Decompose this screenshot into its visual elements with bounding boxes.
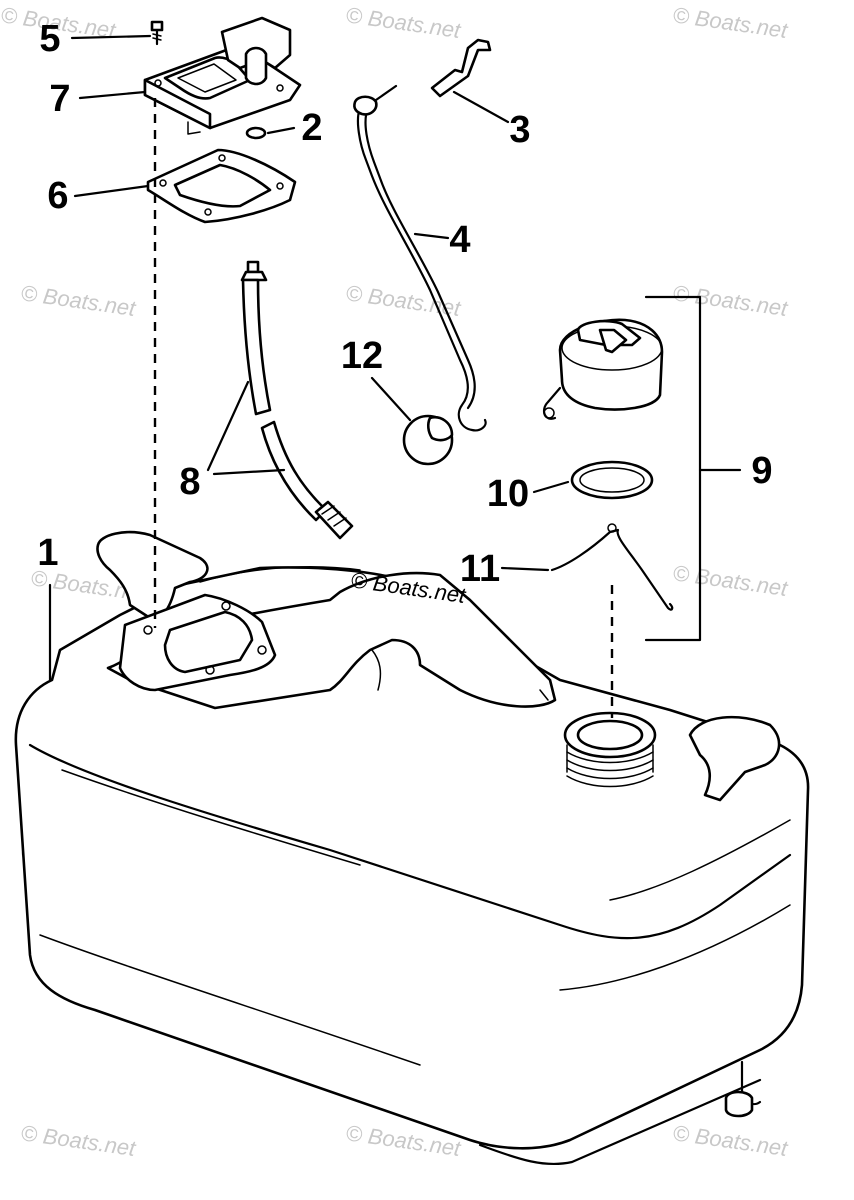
o-ring — [245, 126, 267, 140]
screw — [150, 20, 164, 46]
watermark: © Boats.net — [671, 2, 790, 43]
retainer-wire — [550, 523, 674, 611]
callout-4: 4 — [449, 219, 470, 261]
watermark: © Boats.net — [671, 1120, 790, 1161]
callout-labels: 5 7 2 3 6 4 12 9 8 10 11 1 — [37, 18, 772, 590]
leader-lines — [48, 34, 742, 682]
callout-3: 3 — [509, 109, 530, 151]
callout-2: 2 — [301, 107, 322, 149]
float-arm — [353, 84, 487, 432]
callout-12: 12 — [341, 335, 383, 377]
fuel-tank — [14, 530, 810, 1166]
callout-5: 5 — [39, 18, 60, 60]
callout-10: 10 — [487, 473, 529, 515]
fuel-cap — [542, 318, 664, 420]
gasket — [146, 148, 297, 224]
callout-1: 1 — [37, 532, 58, 574]
float — [402, 414, 454, 466]
watermark: © Boats.net — [19, 1120, 138, 1161]
pickup-tube-upper — [240, 260, 272, 416]
fuel-gauge-housing — [143, 16, 302, 135]
watermark: © Boats.net — [19, 280, 138, 321]
cap-group-bracket — [644, 295, 702, 642]
cap-seal-ring — [570, 460, 654, 500]
pickup-tube-lower — [260, 420, 354, 540]
callout-6: 6 — [47, 175, 68, 217]
callout-9: 9 — [751, 450, 772, 492]
watermark: © Boats.net — [671, 560, 790, 601]
callout-8: 8 — [179, 461, 200, 503]
watermark: © Boats.net — [344, 2, 463, 43]
watermark: © Boats.net — [344, 280, 463, 321]
bracket — [430, 38, 492, 98]
callout-11: 11 — [460, 548, 500, 590]
callout-7: 7 — [49, 78, 70, 120]
watermark: © Boats.net — [671, 280, 790, 321]
